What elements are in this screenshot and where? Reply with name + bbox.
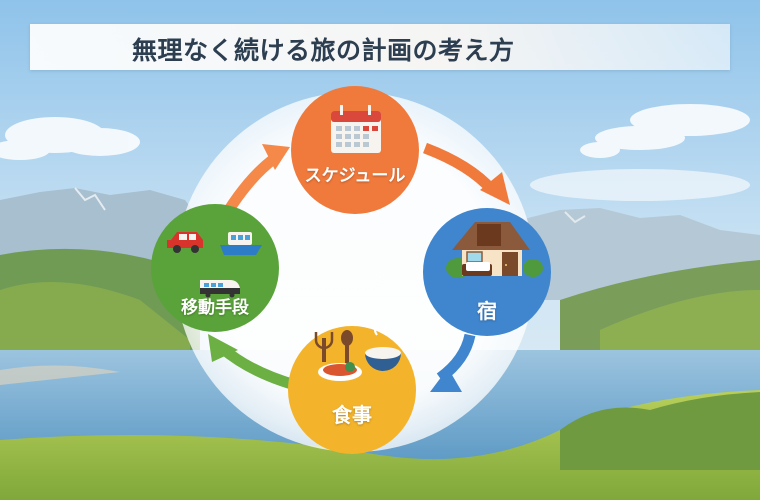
meal-icon bbox=[314, 324, 401, 381]
cycle-backdrop bbox=[175, 92, 535, 452]
vehicles-icon bbox=[167, 232, 262, 298]
calendar-icon bbox=[331, 105, 381, 153]
node-label-transport: 移動手段 bbox=[181, 298, 249, 318]
node-label-schedule: スケジュール bbox=[304, 166, 406, 186]
clouds bbox=[0, 104, 750, 201]
cycle-arrows bbox=[208, 142, 510, 392]
node-meals bbox=[288, 326, 416, 454]
house-icon bbox=[446, 222, 543, 278]
node-label-meals: 食事 bbox=[332, 403, 372, 427]
node-label-lodging: 宿 bbox=[477, 299, 497, 323]
page-title: 無理なく続ける旅の計画の考え方 bbox=[132, 36, 515, 65]
meadow bbox=[0, 390, 760, 500]
title-banner bbox=[30, 24, 730, 70]
